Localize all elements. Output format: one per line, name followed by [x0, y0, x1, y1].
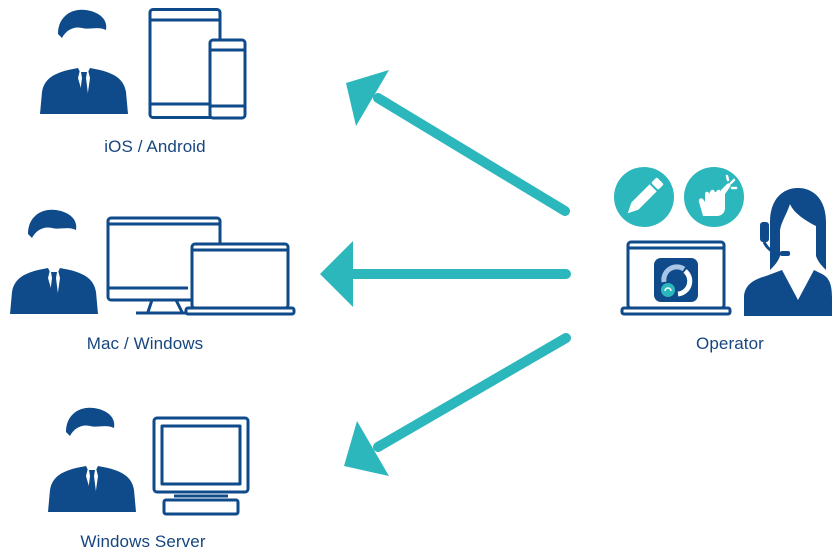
businessman-icon: [48, 407, 136, 512]
tablet-and-phone-icon: [148, 8, 247, 120]
operator-with-headset-icon: [744, 188, 832, 316]
client-label-mobile: iOS / Android: [104, 137, 206, 156]
tap-gesture-icon: [684, 167, 744, 227]
arrow-to-desktop: [320, 241, 571, 307]
pencil-icon: [614, 167, 674, 227]
operator-label: Operator: [696, 334, 764, 353]
businessman-icon: [10, 209, 98, 314]
client-label-server: Windows Server: [80, 532, 206, 551]
remote-support-app-icon: [654, 258, 698, 302]
arrow-to-mobile: [346, 70, 570, 216]
monitor-and-laptop-icon: [106, 216, 296, 316]
desktop-computer-icon: [152, 416, 250, 516]
client-label-desktop: Mac / Windows: [86, 334, 204, 353]
businessman-icon: [40, 9, 128, 114]
laptop-icon: [620, 240, 732, 316]
arrow-to-server: [344, 333, 571, 476]
